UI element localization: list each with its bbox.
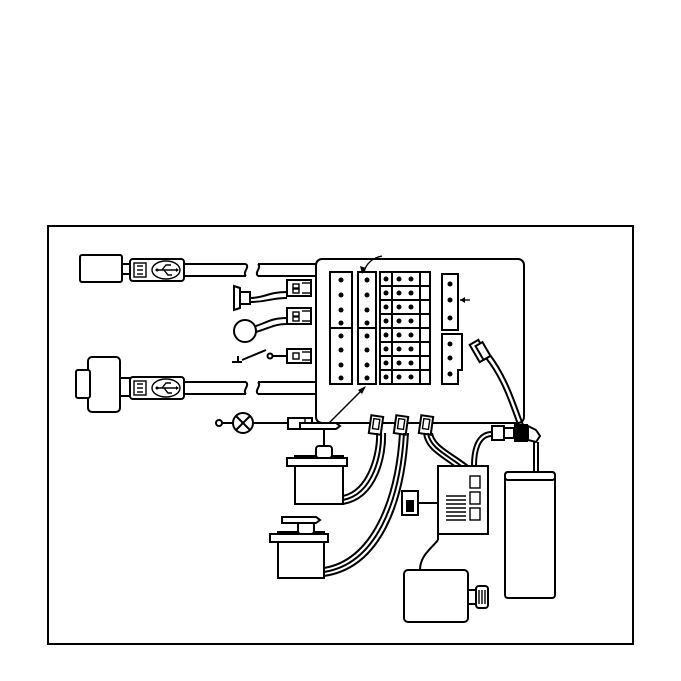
usb-icon <box>152 261 180 279</box>
servo-icon <box>287 423 385 504</box>
servo-plug-1 <box>369 415 383 434</box>
usb-cable-bottom <box>76 357 316 412</box>
usb-device-pad <box>80 255 122 282</box>
servo-icon <box>270 433 408 578</box>
speaker-icon <box>234 280 311 310</box>
usb-icon <box>152 379 180 397</box>
usb-device-handle <box>88 357 120 412</box>
receiver-icon <box>402 432 492 534</box>
controller-board <box>316 256 524 423</box>
servo-plug-3 <box>419 415 433 434</box>
switch-icon <box>232 349 311 363</box>
battery-connector <box>492 424 540 472</box>
battery-box-icon <box>404 530 488 622</box>
sensor-icon <box>234 308 311 342</box>
servo-plug-2 <box>394 415 408 434</box>
lamp-icon <box>216 413 312 433</box>
usb-cable-top <box>80 255 316 282</box>
battery-pack <box>505 472 555 598</box>
